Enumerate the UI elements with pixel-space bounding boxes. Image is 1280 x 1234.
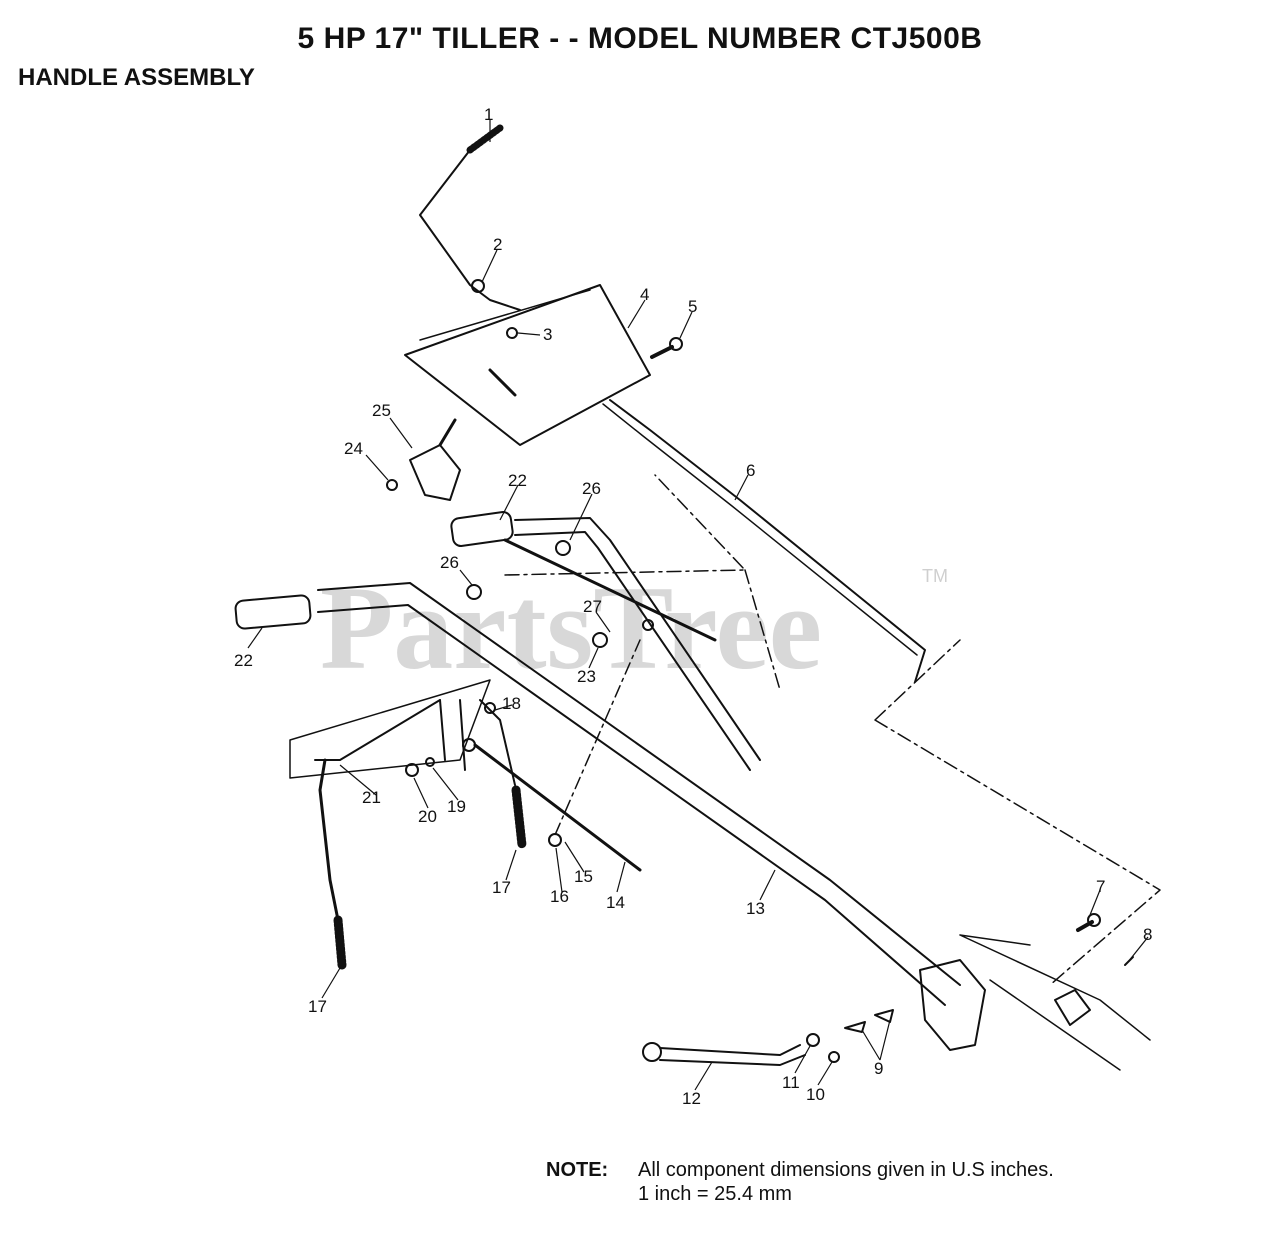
callout-20: 20 — [418, 807, 437, 826]
callout-22-upper: 22 — [508, 471, 527, 490]
callout-14: 14 — [606, 893, 625, 912]
callout-1: 1 — [484, 105, 493, 124]
watermark-text: PartsTree — [320, 561, 822, 694]
grip-22-upper — [450, 510, 514, 548]
callout-11: 11 — [782, 1073, 800, 1092]
section-title: HANDLE ASSEMBLY — [18, 64, 255, 91]
grip-22-left — [234, 594, 312, 630]
shift-knob — [642, 1042, 662, 1062]
screw-5 — [650, 345, 674, 359]
lower-handlebar — [317, 582, 961, 986]
callout-4: 4 — [640, 285, 649, 304]
callout-13: 13 — [746, 899, 765, 918]
callout-2: 2 — [493, 235, 502, 254]
bracket-25 — [409, 444, 461, 501]
callout-18: 18 — [502, 694, 521, 713]
spring-17-mid-icon — [511, 785, 527, 850]
callout-12: 12 — [682, 1089, 701, 1108]
callout-26-left: 26 — [440, 553, 459, 572]
callout-27: 27 — [583, 597, 602, 616]
handle-mount — [919, 959, 986, 1051]
upper-handlebar — [514, 517, 761, 761]
callout-5: 5 — [688, 297, 697, 316]
callout-19: 19 — [447, 797, 466, 816]
rod-6 — [609, 399, 926, 683]
engine-outline — [504, 474, 1161, 986]
callout-26-upper: 26 — [582, 479, 601, 498]
diagram-title: 5 HP 17" TILLER - - MODEL NUMBER CTJ500B — [297, 22, 983, 55]
upper-cable — [503, 538, 717, 642]
control-plate — [404, 284, 651, 446]
spring-top-icon — [466, 124, 504, 154]
note-label: NOTE: — [546, 1159, 609, 1181]
shield-plate — [289, 679, 491, 779]
callout-10: 10 — [806, 1085, 825, 1104]
callout-24: 24 — [344, 439, 363, 458]
callout-23: 23 — [577, 667, 596, 686]
callout-21: 21 — [362, 788, 381, 807]
callout-17-left: 17 — [308, 997, 327, 1016]
note-line-1: All component dimensions given in U.S in… — [638, 1159, 1054, 1181]
callout-16: 16 — [550, 887, 569, 906]
dimension-note: NOTE: All component dimensions given in U… — [546, 1158, 1054, 1206]
watermark-tm: TM — [922, 566, 948, 586]
note-line-2: 1 inch = 25.4 mm — [638, 1183, 792, 1205]
callout-17-mid: 17 — [492, 878, 511, 897]
callout-8: 8 — [1143, 925, 1152, 944]
spring-17-left-icon — [333, 915, 347, 970]
clutch-rod-21 — [314, 699, 441, 761]
control-rod-top — [419, 149, 521, 311]
callout-9: 9 — [874, 1059, 883, 1078]
callout-22-left: 22 — [234, 651, 253, 670]
callout-7: 7 — [1096, 877, 1105, 896]
callout-15: 15 — [574, 867, 593, 886]
rod-nut-2 — [471, 279, 485, 293]
callout-3: 3 — [543, 325, 552, 344]
callout-25: 25 — [372, 401, 391, 420]
shift-lever-12 — [659, 1044, 801, 1056]
lower-cable-14 — [473, 743, 642, 872]
callout-6: 6 — [746, 461, 755, 480]
